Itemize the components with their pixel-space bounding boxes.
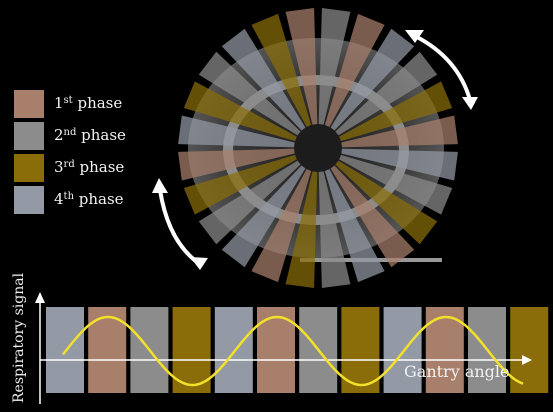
phase-4-label: 4th phase	[54, 190, 124, 208]
wheel-sector-phase-4	[178, 115, 295, 148]
x-axis-label: Gantry angle	[404, 362, 510, 381]
phase-bin-5	[214, 307, 253, 393]
phase-bin-4	[172, 307, 211, 393]
phase-bin-9	[383, 307, 422, 393]
phase-1-swatch	[14, 90, 44, 118]
wheel-sector-phase-4	[330, 28, 415, 131]
wheel-sector-phase-1	[330, 165, 415, 268]
phase-4-swatch	[14, 186, 44, 214]
phase-2-swatch	[14, 122, 44, 150]
wheel-sector-phase-3	[251, 13, 312, 127]
wheel-sector-phase-3	[183, 154, 297, 215]
phase-2-label: 2nd phase	[54, 126, 126, 144]
wheel-sector-phase-2	[335, 51, 438, 136]
wheel-sector-phase-1	[251, 169, 312, 283]
wheel-sector-phase-3	[285, 171, 318, 288]
wheel-sector-phase-3	[183, 81, 297, 142]
wheel-sector-phase-4	[221, 28, 306, 131]
wheel-sector-phase-2	[198, 160, 301, 245]
phase-1-label: 1st phase	[54, 94, 123, 112]
wheel-sector-phase-1	[341, 115, 458, 148]
wheel-sector-phase-1	[324, 13, 385, 127]
phase-bin-8	[341, 307, 380, 393]
wheel-sector-phase-2	[318, 8, 351, 125]
wheel-sector-phase-4	[221, 165, 306, 268]
wheel-sector-phase-4	[341, 148, 458, 181]
y-axis-label: Respiratory signal	[11, 272, 27, 403]
rotation-arrow-lower	[152, 178, 208, 270]
wheel-sector-phase-4	[324, 169, 385, 283]
respiratory-signal-axis	[35, 292, 45, 404]
wheel-sector-phase-1	[178, 148, 295, 181]
wheel-sector-phase-2	[339, 154, 453, 215]
wheel-sector-phase-2	[198, 51, 301, 136]
phase-3-label: 3rd phase	[54, 158, 125, 176]
respiratory-signal-curve	[62, 315, 524, 387]
phase-3-swatch	[14, 154, 44, 182]
wheel-sector-phase-3	[339, 81, 453, 142]
gantry-angle-axis	[40, 355, 532, 365]
wheel-sector-phase-3	[335, 160, 438, 245]
phase-bin-12	[510, 307, 549, 393]
wheel-sector-phase-1	[285, 8, 318, 125]
projection-wheel	[178, 8, 458, 288]
wheel-sector-phase-2	[318, 171, 351, 288]
rotation-arrow-upper	[405, 30, 478, 110]
